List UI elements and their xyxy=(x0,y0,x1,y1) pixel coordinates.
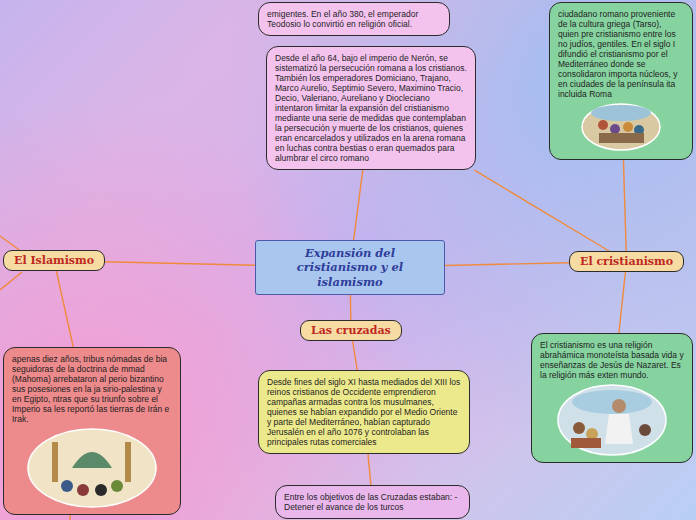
body-text: Entre los objetivos de las Cruzadas esta… xyxy=(284,492,461,512)
branch-line xyxy=(0,272,22,290)
topic-label: Expansión del cristianismo y el islamism… xyxy=(264,246,436,289)
body-text: ciudadano romano proveniente de la cultu… xyxy=(558,9,684,99)
illustration xyxy=(27,428,157,508)
illustration xyxy=(581,103,661,153)
topic-label: El cristianismo xyxy=(580,255,673,268)
note-box: ciudadano romano proveniente de la cultu… xyxy=(549,2,693,160)
branch-connector xyxy=(445,263,569,266)
central-topic: Expansión del cristianismo y el islamism… xyxy=(255,240,445,295)
note-box: apenas diez años, tribus nómadas de bia … xyxy=(3,347,181,515)
note-box: Desde fines del siglo XI hasta mediados … xyxy=(258,370,470,454)
body-text: emigentes. En el año 380, el emperador T… xyxy=(267,9,441,29)
branch-connector xyxy=(623,160,626,251)
branch-connector xyxy=(105,262,255,266)
topic-label: El Islamismo xyxy=(14,254,94,267)
branch-connector xyxy=(619,272,625,333)
branch-connector xyxy=(354,170,363,240)
branch-connector xyxy=(350,295,352,320)
branch-connector xyxy=(368,454,371,485)
topic-pill: Las cruzadas xyxy=(300,320,402,341)
topic-pill: El cristianismo xyxy=(569,251,684,272)
body-text: apenas diez años, tribus nómadas de bia … xyxy=(12,354,172,424)
note-box: emigentes. En el año 380, el emperador T… xyxy=(258,2,450,36)
illustration xyxy=(557,384,667,456)
topic-pill: El Islamismo xyxy=(3,250,105,271)
note-box: Entre los objetivos de las Cruzadas esta… xyxy=(275,485,470,519)
body-text: Desde el año 64, bajo el imperio de Neró… xyxy=(275,53,467,163)
topic-label: Las cruzadas xyxy=(311,324,391,337)
branch-connector xyxy=(56,271,73,347)
branch-connector xyxy=(353,341,358,370)
note-box: Desde el año 64, bajo el imperio de Neró… xyxy=(266,46,476,170)
body-text: Desde fines del siglo XI hasta mediados … xyxy=(267,377,461,447)
body-text: El cristianismo es una religión abrahámi… xyxy=(540,340,684,380)
note-box: El cristianismo es una religión abrahámi… xyxy=(531,333,693,463)
branch-connector xyxy=(474,170,609,251)
